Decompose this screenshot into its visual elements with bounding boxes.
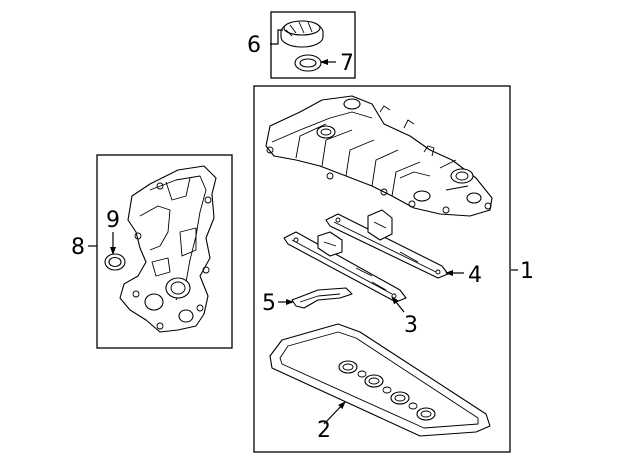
callout-5: 5 bbox=[262, 291, 276, 316]
oil-cap-group-frame bbox=[270, 11, 356, 79]
oil-cap-seal bbox=[294, 54, 322, 72]
timing-cover-group-frame bbox=[96, 154, 233, 349]
oil-filler-cap bbox=[280, 20, 324, 48]
callout-2: 2 bbox=[317, 418, 331, 443]
leader-2 bbox=[323, 401, 346, 425]
callout-7: 7 bbox=[340, 51, 354, 76]
callout-6: 6 bbox=[247, 33, 261, 58]
baffle-plate-upper bbox=[325, 209, 449, 279]
crankshaft-seal bbox=[104, 253, 126, 271]
valve-cover bbox=[265, 95, 493, 217]
breather-gasket bbox=[291, 287, 353, 309]
callout-3: 3 bbox=[404, 313, 418, 338]
leader-3 bbox=[391, 296, 405, 313]
callout-9: 9 bbox=[106, 208, 120, 233]
baffle-plate-lower bbox=[283, 231, 407, 303]
timing-cover bbox=[119, 165, 217, 333]
callout-1: 1 bbox=[520, 259, 534, 284]
callout-8: 8 bbox=[71, 235, 85, 260]
callout-4: 4 bbox=[468, 263, 482, 288]
valve-cover-group-frame bbox=[253, 85, 511, 453]
leader-6 bbox=[270, 29, 283, 45]
valve-cover-gasket bbox=[269, 323, 491, 437]
